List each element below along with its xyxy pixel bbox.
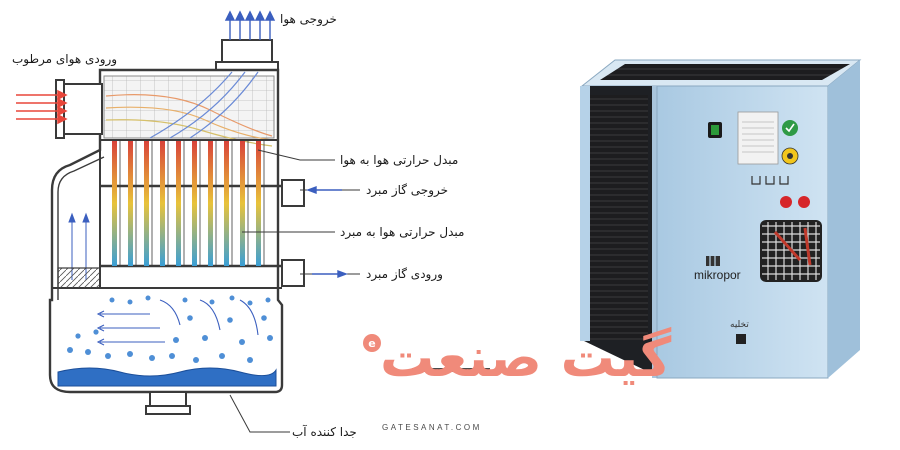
collected-water [57, 367, 277, 387]
svg-text:e: e [368, 337, 375, 350]
wet-air-inlet-pipe [61, 83, 103, 135]
refrigerant-inlet-nozzle [281, 259, 305, 287]
label-water-separator: جدا کننده آب [292, 425, 357, 439]
water-droplets [67, 295, 273, 363]
label-refrigerant-gas-inlet: ورودی گاز مبرد [366, 267, 443, 281]
watermark-logo: e [363, 334, 490, 372]
spec-label-plate [737, 111, 779, 165]
red-indicator-right[interactable] [798, 196, 810, 208]
dryer-brand-name: mikropor [694, 268, 741, 282]
watermark-text-en: GATESANAT.COM [382, 423, 482, 432]
drain-fitting [736, 334, 746, 344]
air-outlet-arrows [224, 10, 276, 40]
air-dryer-cross-section [16, 10, 360, 433]
refrigerant-outlet-nozzle [281, 179, 305, 207]
watermark-emblem-icon [363, 334, 381, 352]
demister-filter [57, 267, 101, 289]
status-ok-indicator-icon [782, 120, 798, 136]
wet-air-inlet-arrows [16, 89, 68, 125]
dryer-drain-label: تخلیه [730, 320, 749, 330]
label-air-outlet: خروجی هوا [280, 12, 337, 26]
red-indicator-left[interactable] [780, 196, 792, 208]
mikropor-logo-icon [706, 256, 720, 266]
refrigerated-dryer-unit [580, 59, 862, 379]
air-flow-curves [105, 71, 273, 147]
label-air-to-air-exchanger: مبدل حرارتی هوا به هوا [340, 153, 459, 167]
watermark-text-fa: گیت صنعت [380, 326, 672, 389]
tube-bundle [112, 141, 261, 266]
label-air-to-refrigerant-exchanger: مبدل حرارتی هوا به مبرد [340, 225, 465, 239]
label-wet-air-inlet: ورودی هوای مرطوب [12, 52, 118, 66]
separator-flow-arrows [96, 299, 259, 346]
schematic-symbols [751, 176, 789, 185]
label-refrigerant-gas-outlet: خروجی گاز مبرد [366, 183, 449, 197]
